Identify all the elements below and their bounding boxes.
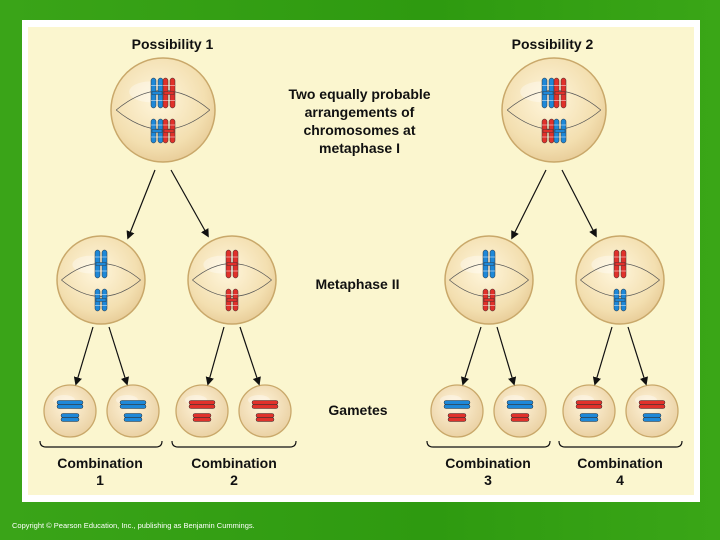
metaphase-1-cell-right-chromosome-4 <box>553 118 567 144</box>
metaphase-1-caption: Two equally probable arrangements of chr… <box>262 85 457 157</box>
possibility-1-title: Possibility 1 <box>131 36 214 52</box>
gamete-5-chromosome-short <box>447 413 467 422</box>
arrow-cell-1-to-gamete-b <box>108 326 129 386</box>
possibility-2-title: Possibility 2 <box>511 36 594 52</box>
combination-3-number: 3 <box>484 472 492 488</box>
combination-1-label: Combination 1 <box>40 455 160 489</box>
metaphase-2-cell-4 <box>575 235 665 325</box>
arrow-m1-left-to-cell-2 <box>170 169 209 238</box>
gamete-6 <box>493 384 547 438</box>
bracket-combination-1 <box>39 440 163 448</box>
gamete-2 <box>106 384 160 438</box>
combination-2-label: Combination 2 <box>174 455 294 489</box>
metaphase-2-cell-1 <box>56 235 146 325</box>
gamete-4 <box>238 384 292 438</box>
gamete-7-chromosome-long <box>575 400 603 409</box>
metaphase-1-cell-right-chromosome-2 <box>553 77 567 109</box>
caption-line-2: arrangements of <box>304 104 415 120</box>
caption-line-3: chromosomes at <box>303 122 416 138</box>
arrow-cell-4-to-gamete-a <box>592 326 613 386</box>
gamete-1-chromosome-long <box>56 400 84 409</box>
combination-2-number: 2 <box>230 472 238 488</box>
metaphase-1-cell-left <box>110 57 216 163</box>
gamete-4-chromosome-long <box>251 400 279 409</box>
arrow-cell-3-to-gamete-a <box>461 326 482 386</box>
gamete-7-chromosome-short <box>579 413 599 422</box>
metaphase-1-cell-right-chromosome-3 <box>541 118 555 144</box>
gamete-3 <box>175 384 229 438</box>
metaphase-2-label: Metaphase II <box>315 276 400 292</box>
combination-2-text: Combination <box>191 455 277 471</box>
arrow-m1-left-to-cell-1 <box>126 169 156 240</box>
gamete-2-chromosome-short <box>123 413 143 422</box>
combination-4-number: 4 <box>616 472 624 488</box>
metaphase-1-cell-left-chromosome-1 <box>150 77 164 109</box>
arrow-m1-right-to-cell-4 <box>561 169 597 238</box>
metaphase-2-cell-3-chromosome-2 <box>482 288 496 312</box>
copyright-footer: Copyright © Pearson Education, Inc., pub… <box>12 521 255 530</box>
gamete-4-chromosome-short <box>255 413 275 422</box>
metaphase-1-cell-right <box>501 57 607 163</box>
metaphase-2-cell-2 <box>187 235 277 325</box>
gamete-6-chromosome-short <box>510 413 530 422</box>
gamete-6-chromosome-long <box>506 400 534 409</box>
metaphase-1-cell-left-chromosome-3 <box>150 118 164 144</box>
metaphase-1-cell-left-chromosome-2 <box>162 77 176 109</box>
gamete-8-chromosome-short <box>642 413 662 422</box>
bracket-combination-3 <box>426 440 551 448</box>
gamete-1 <box>43 384 97 438</box>
combination-1-text: Combination <box>57 455 143 471</box>
arrow-cell-1-to-gamete-a <box>73 326 94 386</box>
caption-line-1: Two equally probable <box>288 86 431 102</box>
gamete-5-chromosome-long <box>443 400 471 409</box>
gamete-1-chromosome-short <box>60 413 80 422</box>
caption-line-4: metaphase I <box>319 140 400 156</box>
arrow-m1-right-to-cell-3 <box>511 169 547 240</box>
metaphase-2-cell-3-chromosome-1 <box>482 249 496 279</box>
combination-3-text: Combination <box>445 455 531 471</box>
arrow-cell-3-to-gamete-b <box>496 326 517 386</box>
combination-3-label: Combination 3 <box>428 455 548 489</box>
metaphase-2-cell-3 <box>444 235 534 325</box>
metaphase-2-cell-1-chromosome-2 <box>94 288 108 312</box>
combination-4-label: Combination 4 <box>560 455 680 489</box>
metaphase-2-cell-4-chromosome-1 <box>613 249 627 279</box>
gamete-7 <box>562 384 616 438</box>
metaphase-2-cell-2-chromosome-2 <box>225 288 239 312</box>
metaphase-1-cell-right-chromosome-1 <box>541 77 555 109</box>
gamete-3-chromosome-long <box>188 400 216 409</box>
gamete-8-chromosome-long <box>638 400 666 409</box>
metaphase-2-cell-2-chromosome-1 <box>225 249 239 279</box>
combination-4-text: Combination <box>577 455 663 471</box>
gamete-8 <box>625 384 679 438</box>
arrow-cell-2-to-gamete-b <box>239 326 261 386</box>
metaphase-1-cell-left-chromosome-4 <box>162 118 176 144</box>
metaphase-2-cell-4-chromosome-2 <box>613 288 627 312</box>
gamete-5 <box>430 384 484 438</box>
arrow-cell-4-to-gamete-b <box>627 326 648 386</box>
gametes-label: Gametes <box>328 402 388 418</box>
combination-1-number: 1 <box>96 472 104 488</box>
bracket-combination-2 <box>171 440 297 448</box>
metaphase-2-cell-1-chromosome-1 <box>94 249 108 279</box>
bracket-combination-4 <box>558 440 683 448</box>
gamete-3-chromosome-short <box>192 413 212 422</box>
gamete-2-chromosome-long <box>119 400 147 409</box>
arrow-cell-2-to-gamete-a <box>205 326 225 386</box>
